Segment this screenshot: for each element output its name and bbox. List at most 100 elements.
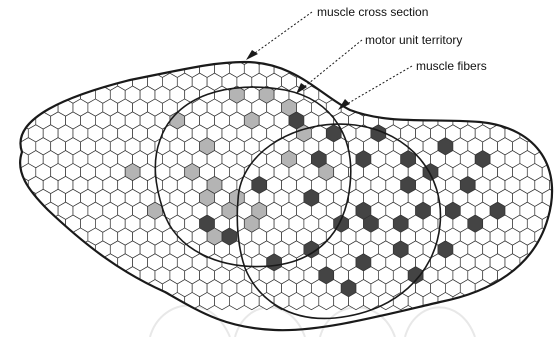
muscle-fiber — [58, 73, 73, 90]
muscle-fiber — [490, 99, 505, 116]
muscle-fiber — [364, 60, 379, 77]
muscle-fiber — [28, 47, 43, 64]
muscle-fiber — [21, 293, 36, 310]
muscle-fiber — [356, 47, 371, 64]
muscle-fiber — [0, 47, 13, 64]
muscle-fiber — [349, 60, 364, 77]
muscle-fiber — [341, 73, 356, 90]
muscle-fiber — [110, 293, 125, 310]
muscle-fiber — [371, 73, 386, 90]
muscle-fiber — [81, 60, 96, 77]
muscle-fiber — [393, 60, 408, 77]
muscle-fiber — [550, 254, 559, 271]
muscle-fiber — [527, 267, 542, 284]
muscle-fiber — [6, 293, 21, 310]
muscle-fiber — [498, 60, 513, 77]
muscle-fiber — [438, 86, 453, 103]
muscle-fiber — [542, 267, 557, 284]
muscle-fiber — [0, 99, 13, 116]
muscle-fiber — [535, 47, 550, 64]
muscle-fiber — [6, 267, 21, 284]
muscle-fiber — [311, 47, 326, 64]
muscle-fiber — [505, 47, 520, 64]
muscle-fiber — [475, 99, 490, 116]
muscle-fiber — [364, 86, 379, 103]
muscle-fiber — [483, 86, 498, 103]
muscle-fiber — [28, 228, 43, 245]
muscle-fiber — [73, 254, 88, 271]
muscle-fiber — [550, 280, 559, 297]
muscle-fiber — [513, 293, 528, 310]
muscle-fiber — [550, 47, 559, 64]
muscle-fiber — [334, 60, 349, 77]
muscle-fiber — [0, 280, 13, 297]
muscle-fiber — [535, 254, 550, 271]
muscle-fiber — [51, 241, 66, 258]
muscle-fiber — [520, 99, 535, 116]
muscle-fiber — [535, 99, 550, 116]
muscle-fiber — [13, 254, 28, 271]
muscle-fiber — [0, 202, 13, 219]
muscle-fiber — [192, 47, 207, 64]
muscle-fiber — [13, 228, 28, 245]
muscle-fiber — [550, 99, 559, 116]
muscle-fiber — [21, 86, 36, 103]
muscle-fiber — [498, 293, 513, 310]
fibers-leader-line — [340, 66, 412, 108]
muscle-fiber — [490, 47, 505, 64]
muscle-fiber — [542, 241, 557, 258]
muscle-fiber — [43, 254, 58, 271]
muscle-fiber — [431, 73, 446, 90]
muscle-fiber — [6, 241, 21, 258]
muscle-fiber — [386, 99, 401, 116]
muscle-fiber — [6, 86, 21, 103]
muscle-fiber — [453, 86, 468, 103]
muscle-fiber — [13, 47, 28, 64]
muscle-fiber — [88, 254, 103, 271]
muscle-fiber — [58, 47, 73, 64]
muscle-fiber — [21, 241, 36, 258]
muscle-fiber — [36, 60, 51, 77]
muscle-fiber — [43, 73, 58, 90]
muscle-fiber — [81, 267, 96, 284]
muscle-fiber — [468, 86, 483, 103]
muscle-fiber — [483, 293, 498, 310]
muscle-fiber — [535, 73, 550, 90]
muscle-fiber — [520, 73, 535, 90]
muscle-fiber — [550, 125, 559, 142]
muscle-fiber — [401, 73, 416, 90]
muscle-fiber — [416, 73, 431, 90]
muscle-fiber — [527, 112, 542, 129]
muscle-fiber — [505, 73, 520, 90]
muscle-fiber — [81, 293, 96, 310]
muscle-fiber — [445, 99, 460, 116]
muscle-fiber — [95, 60, 110, 77]
muscle-fiber — [542, 293, 557, 310]
motor-unit-territory-label: motor unit territory — [365, 33, 462, 47]
muscle-fiber — [66, 241, 81, 258]
muscle-fiber — [527, 86, 542, 103]
muscle-fiber — [505, 280, 520, 297]
muscle-fiber — [297, 47, 312, 64]
muscle-fiber — [542, 86, 557, 103]
muscle-fiber — [550, 73, 559, 90]
muscle-fiber — [490, 73, 505, 90]
muscle-fibers-label: muscle fibers — [416, 59, 487, 73]
muscle-fiber — [207, 47, 222, 64]
muscle-fiber — [386, 73, 401, 90]
muscle-fiber — [326, 73, 341, 90]
muscle-fiber — [326, 47, 341, 64]
muscle-fiber — [13, 73, 28, 90]
muscle-fiber — [0, 125, 13, 142]
muscle-fiber — [282, 47, 297, 64]
muscle-fiber — [0, 254, 13, 271]
muscle-fiber — [267, 47, 282, 64]
muscle-fiber — [6, 112, 21, 129]
muscle-fiber — [6, 215, 21, 232]
muscle-fiber — [6, 138, 21, 155]
muscle-fiber — [43, 280, 58, 297]
muscle-fiber — [475, 73, 490, 90]
muscle-fiber — [103, 280, 118, 297]
muscle-fiber — [21, 215, 36, 232]
